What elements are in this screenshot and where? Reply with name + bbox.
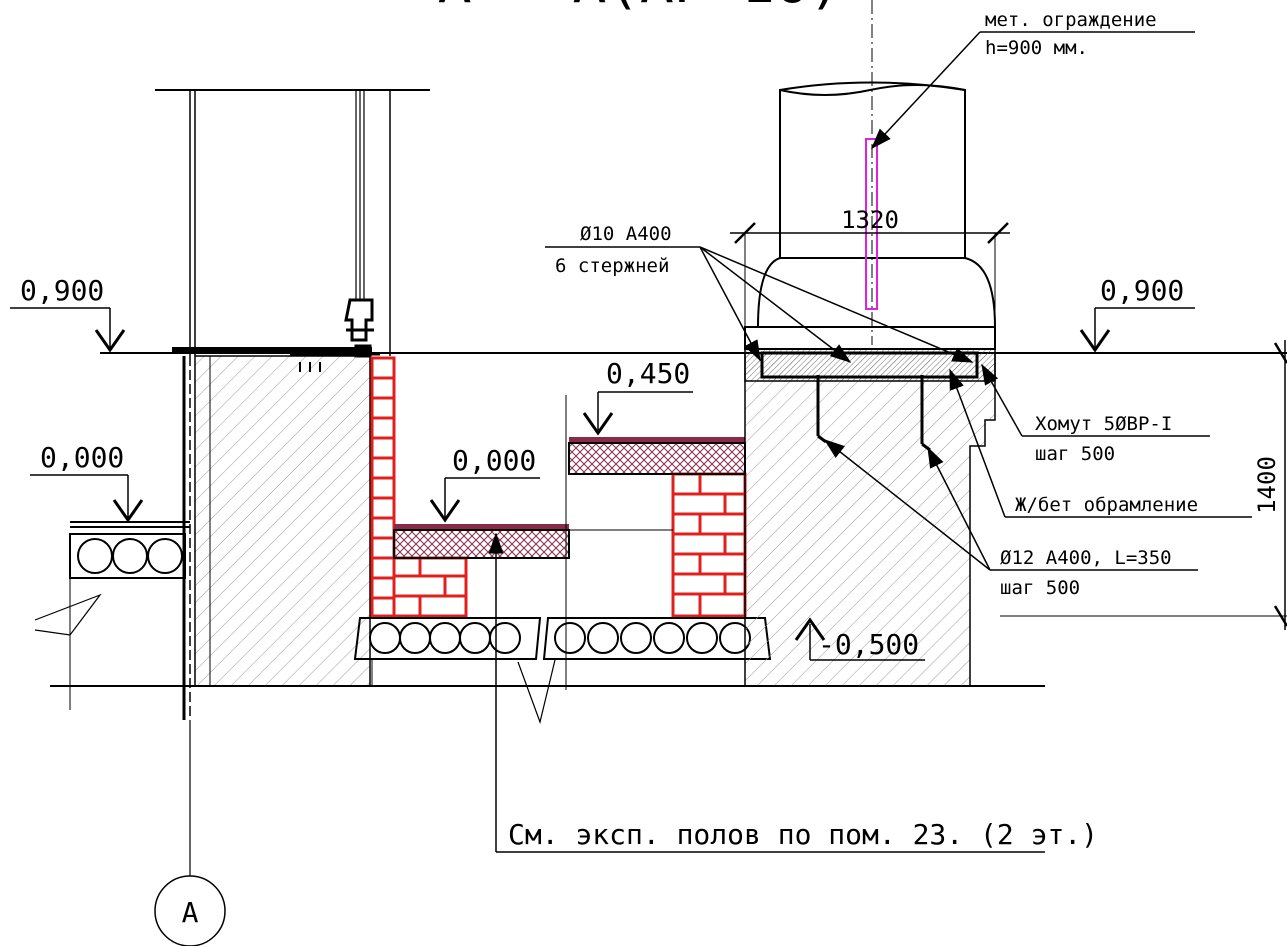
bottom-hollow-slab-2 [517,617,772,725]
brick-column-left [370,356,468,618]
leader-railing: мет. ограждение h=900 мм. [870,9,1195,150]
bottom-rebar-line1: Ø12 А400, L=350 [1000,547,1172,569]
elevation-right-top-label: 0,900 [1100,274,1184,307]
elevation-step-label: 0,450 [606,357,690,390]
elevation-left-top: 0,900 [10,274,126,353]
railing-note-line2: h=900 мм. [985,37,1088,59]
railing-pedestal [744,81,996,350]
floor-slab-low [393,524,570,559]
section-title: А - А(АР-16) [438,0,843,16]
bottom-rebar-line2: шаг 500 [1000,577,1080,599]
leader-top-rebar: Ø10 А400 6 стержней [545,223,974,363]
dimension-height-label: 1400 [1253,456,1281,514]
bottom-hollow-slab-1 [353,617,542,660]
dimension-height: 1400 [1000,340,1287,630]
brick-column-right [671,472,747,618]
elevation-right-top: 0,900 [1079,274,1195,353]
leader-frame: Ж/бет обрамление [949,368,1252,518]
railing-note-line1: мет. ограждение [985,9,1157,31]
elevation-bottom-label: -0,500 [818,628,919,661]
elevation-left-top-label: 0,900 [20,274,104,307]
elevation-bottom: -0,500 [794,617,925,661]
left-hollow-slab [34,521,190,710]
elevation-step: 0,450 [582,357,693,436]
axis-marker: А [154,720,226,946]
floor-slab-high [568,437,746,475]
dimension-width-label: 1320 [841,206,899,234]
stirrup-line2: шаг 500 [1035,443,1115,465]
stirrup-line1: Хомут 5ØВР-I [1035,413,1172,435]
elevation-mid-zero-label: 0,000 [452,444,536,477]
elevation-left-zero: 0,000 [30,441,144,523]
frame-label: Ж/бет обрамление [1015,494,1198,516]
elevation-mid-zero: 0,000 [429,444,540,523]
leader-bottom-rebar: Ø12 А400, L=350 шаг 500 [823,439,1198,599]
top-rebar-line1: Ø10 А400 [580,223,672,245]
leader-floor-note: См. эксп. полов по пом. 23. (2 эт.) [488,532,1098,853]
left-wall [155,89,430,720]
leader-stirrup: Хомут 5ØВР-I шаг 500 [981,363,1210,465]
top-rebar-line2: 6 стержней [555,255,669,277]
dimension-width: 1320 [730,206,1010,327]
elevation-left-zero-label: 0,000 [40,441,124,474]
floor-note: См. эксп. полов по пом. 23. (2 эт.) [508,818,1098,851]
axis-marker-label: А [182,896,199,929]
